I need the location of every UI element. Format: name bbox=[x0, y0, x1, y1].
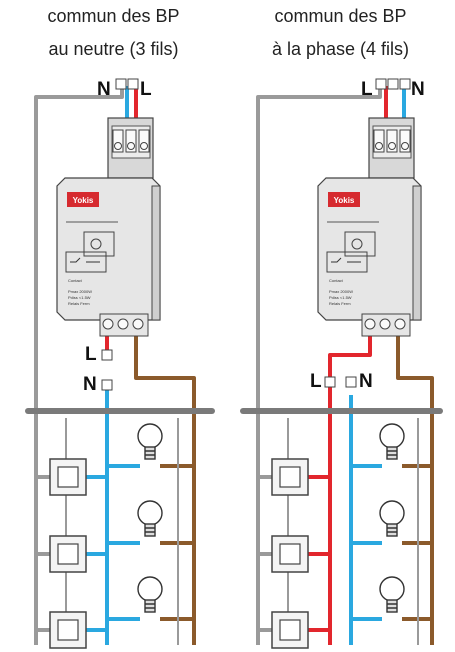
terminal-screw-icon bbox=[102, 318, 114, 330]
terminal-screw-icon bbox=[364, 318, 376, 330]
right-return-wire bbox=[396, 335, 434, 645]
push-button-icon bbox=[49, 535, 87, 573]
left-rating-1: Pmax 2000W bbox=[68, 289, 92, 294]
right-rating-2: Pdiss <1.5W bbox=[329, 295, 352, 300]
left-out-label-n: N bbox=[83, 374, 97, 395]
right-brand-plate bbox=[328, 192, 360, 207]
right-caption: commun des BP à la phase (4 fils) bbox=[227, 0, 454, 66]
right-top-terminals bbox=[373, 129, 411, 153]
right-caption-line2: à la phase (4 fils) bbox=[271, 39, 410, 59]
right-rating-1: Pmax 2000W bbox=[329, 289, 353, 294]
left-rating-3: Relais Ferm bbox=[68, 301, 90, 306]
right-caption-line1: commun des BP bbox=[274, 6, 407, 26]
left-rating-2: Pdiss <1.5W bbox=[68, 295, 91, 300]
terminal-screw-icon bbox=[394, 318, 406, 330]
right-rail bbox=[240, 408, 443, 414]
right-top-label-l: L bbox=[361, 79, 373, 100]
terminal-screw-icon bbox=[127, 142, 135, 150]
right-top-label-n: N bbox=[411, 79, 425, 100]
bulb-icon bbox=[137, 423, 163, 460]
left-caption-line2: au neutre (3 fils) bbox=[48, 39, 179, 59]
left-push-buttons bbox=[49, 458, 87, 649]
left-caption-line1: commun des BP bbox=[47, 6, 180, 26]
left-diagram: Yokis Contact Pmax 2000W Pdiss <1.5W Rel… bbox=[25, 78, 215, 649]
terminal-screw-icon bbox=[114, 142, 122, 150]
right-diagram: Yokis Contact Pmax 2000W Pdiss <1.5W Rel… bbox=[240, 78, 443, 649]
right-module: Yokis Contact Pmax 2000W Pdiss <1.5W Rel… bbox=[317, 117, 422, 337]
left-common-wire bbox=[34, 86, 124, 645]
terminal-screw-icon bbox=[117, 318, 129, 330]
terminal-screw-icon bbox=[132, 318, 144, 330]
right-brand: Yokis bbox=[334, 196, 355, 205]
push-button-icon bbox=[49, 611, 87, 649]
left-bulbs bbox=[137, 423, 163, 613]
right-contact-text: Contact bbox=[329, 278, 344, 283]
right-rating-3: Relais Ferm bbox=[329, 301, 351, 306]
terminal-screw-icon bbox=[401, 142, 409, 150]
left-brand: Yokis bbox=[73, 196, 94, 205]
left-module: Yokis Contact Pmax 2000W Pdiss <1.5W Rel… bbox=[56, 117, 161, 337]
right-bulbs bbox=[379, 423, 405, 613]
left-brand-plate bbox=[67, 192, 99, 207]
left-top-label-n: N bbox=[97, 79, 111, 100]
bulb-icon bbox=[379, 423, 405, 460]
push-button-icon bbox=[271, 611, 309, 649]
right-common-wire bbox=[256, 86, 382, 645]
push-button-icon bbox=[271, 535, 309, 573]
terminal-screw-icon bbox=[379, 318, 391, 330]
right-out-label-l: L bbox=[310, 371, 322, 392]
terminal-screw-icon bbox=[388, 142, 396, 150]
right-push-buttons bbox=[271, 458, 309, 649]
right-out-label-n: N bbox=[359, 371, 373, 392]
bulb-icon bbox=[379, 500, 405, 537]
terminal-screw-icon bbox=[375, 142, 383, 150]
right-phase-out-wire bbox=[328, 335, 372, 645]
left-out-label-l: L bbox=[85, 344, 97, 365]
right-bottom-terminals bbox=[361, 313, 411, 337]
bulb-icon bbox=[379, 576, 405, 613]
left-contact-text: Contact bbox=[68, 278, 83, 283]
left-caption: commun des BP au neutre (3 fils) bbox=[0, 0, 227, 66]
left-rail bbox=[25, 408, 215, 414]
push-button-icon bbox=[271, 458, 309, 496]
bulb-icon bbox=[137, 500, 163, 537]
left-top-label-l: L bbox=[140, 79, 152, 100]
terminal-screw-icon bbox=[140, 142, 148, 150]
left-top-terminals bbox=[112, 129, 150, 153]
bulb-icon bbox=[137, 576, 163, 613]
left-bottom-terminals bbox=[99, 313, 149, 337]
left-return-wire bbox=[134, 335, 196, 645]
push-button-icon bbox=[49, 458, 87, 496]
